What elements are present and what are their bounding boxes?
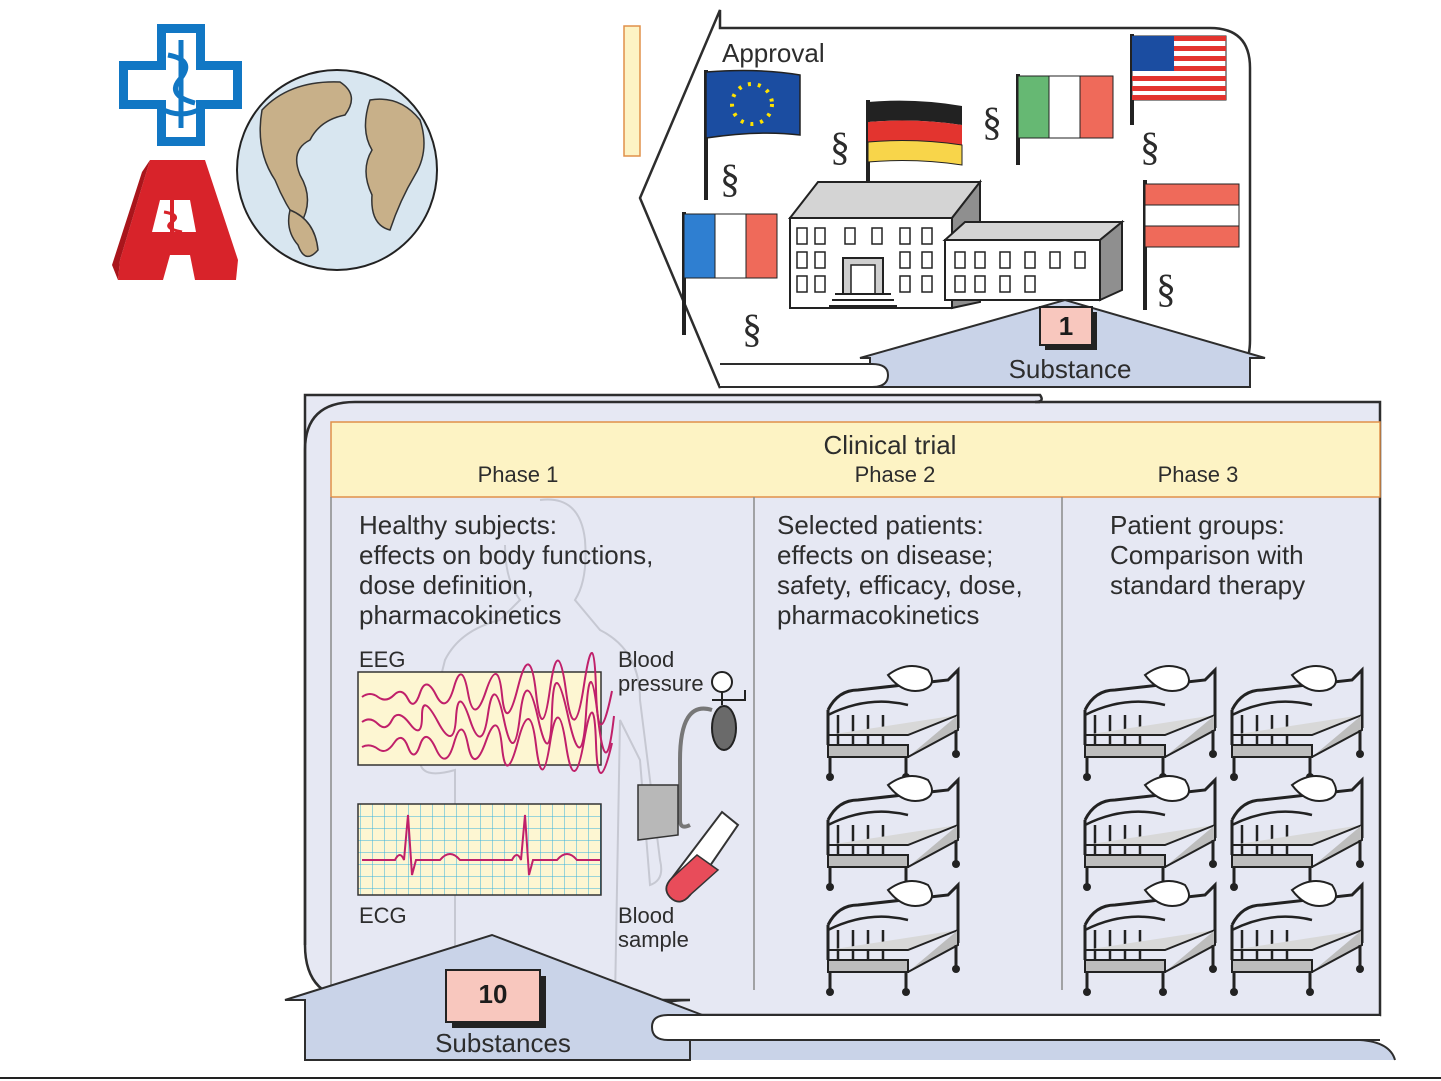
phase-3-desc-line: standard therapy <box>1110 570 1305 600</box>
phase-1-desc-line: Healthy subjects: <box>359 510 557 540</box>
phase-2-label: Phase 2 <box>855 462 936 487</box>
hospital-building-icon <box>787 179 1125 310</box>
germany-flag <box>866 100 963 185</box>
section-symbol: § <box>982 99 1002 144</box>
substances-label: Substances <box>435 1028 571 1058</box>
substance-count-box <box>1039 306 1093 346</box>
ecg-chart <box>357 803 602 896</box>
section-symbol: § <box>830 124 850 169</box>
phase-2-desc-line: Selected patients: <box>777 510 984 540</box>
substance-count: 1 <box>1059 311 1073 341</box>
eeg-traces <box>361 652 615 774</box>
austria-flag <box>1143 180 1240 310</box>
italy-flag <box>1016 74 1114 165</box>
phase-2-desc-line: pharmacokinetics <box>777 600 979 630</box>
ecg-label: ECG <box>359 903 407 928</box>
pharmacy-a-icon <box>112 160 238 280</box>
approval-note-strip <box>623 25 641 157</box>
blood-sample-label: Blood <box>618 903 674 928</box>
phase-3-desc-line: Comparison with <box>1110 540 1304 570</box>
phase-1-desc-line: dose definition, <box>359 570 534 600</box>
approval-title: Approval <box>722 38 825 68</box>
section-symbol: § <box>1156 266 1176 311</box>
blood-sample-label: sample <box>618 927 689 952</box>
phase-2-desc-line: safety, efficacy, dose, <box>777 570 1023 600</box>
trial-header <box>330 421 1381 498</box>
blood-pressure-label: pressure <box>618 671 704 696</box>
phase-3-desc-line: Patient groups: <box>1110 510 1285 540</box>
france-flag <box>682 212 778 335</box>
section-symbol: § <box>742 306 762 351</box>
section-symbol: § <box>720 156 740 201</box>
substance-label: Substance <box>1009 354 1132 384</box>
human-silhouette <box>418 498 663 1001</box>
trial-header-title: Clinical trial <box>824 430 957 460</box>
phase-2-desc-line: effects on disease; <box>777 540 993 570</box>
globe-icon <box>236 69 438 271</box>
phase-3-label: Phase 3 <box>1158 462 1239 487</box>
test-tube-icon <box>665 810 740 903</box>
usa-flag <box>1130 34 1227 125</box>
sphygmomanometer-icon <box>637 671 746 841</box>
phase-1-label: Phase 1 <box>478 462 559 487</box>
phase-1-desc-line: effects on body functions, <box>359 540 653 570</box>
substances-count-box <box>445 969 541 1023</box>
phase-1-desc-line: pharmacokinetics <box>359 600 561 630</box>
substances-count: 10 <box>479 979 508 1009</box>
medical-cross-icon <box>119 24 242 146</box>
eu-flag <box>704 69 801 200</box>
eeg-label: EEG <box>359 647 405 672</box>
blood-pressure-label: Blood <box>618 647 674 672</box>
section-symbol: § <box>1140 124 1160 169</box>
ecg-trace <box>362 814 600 876</box>
